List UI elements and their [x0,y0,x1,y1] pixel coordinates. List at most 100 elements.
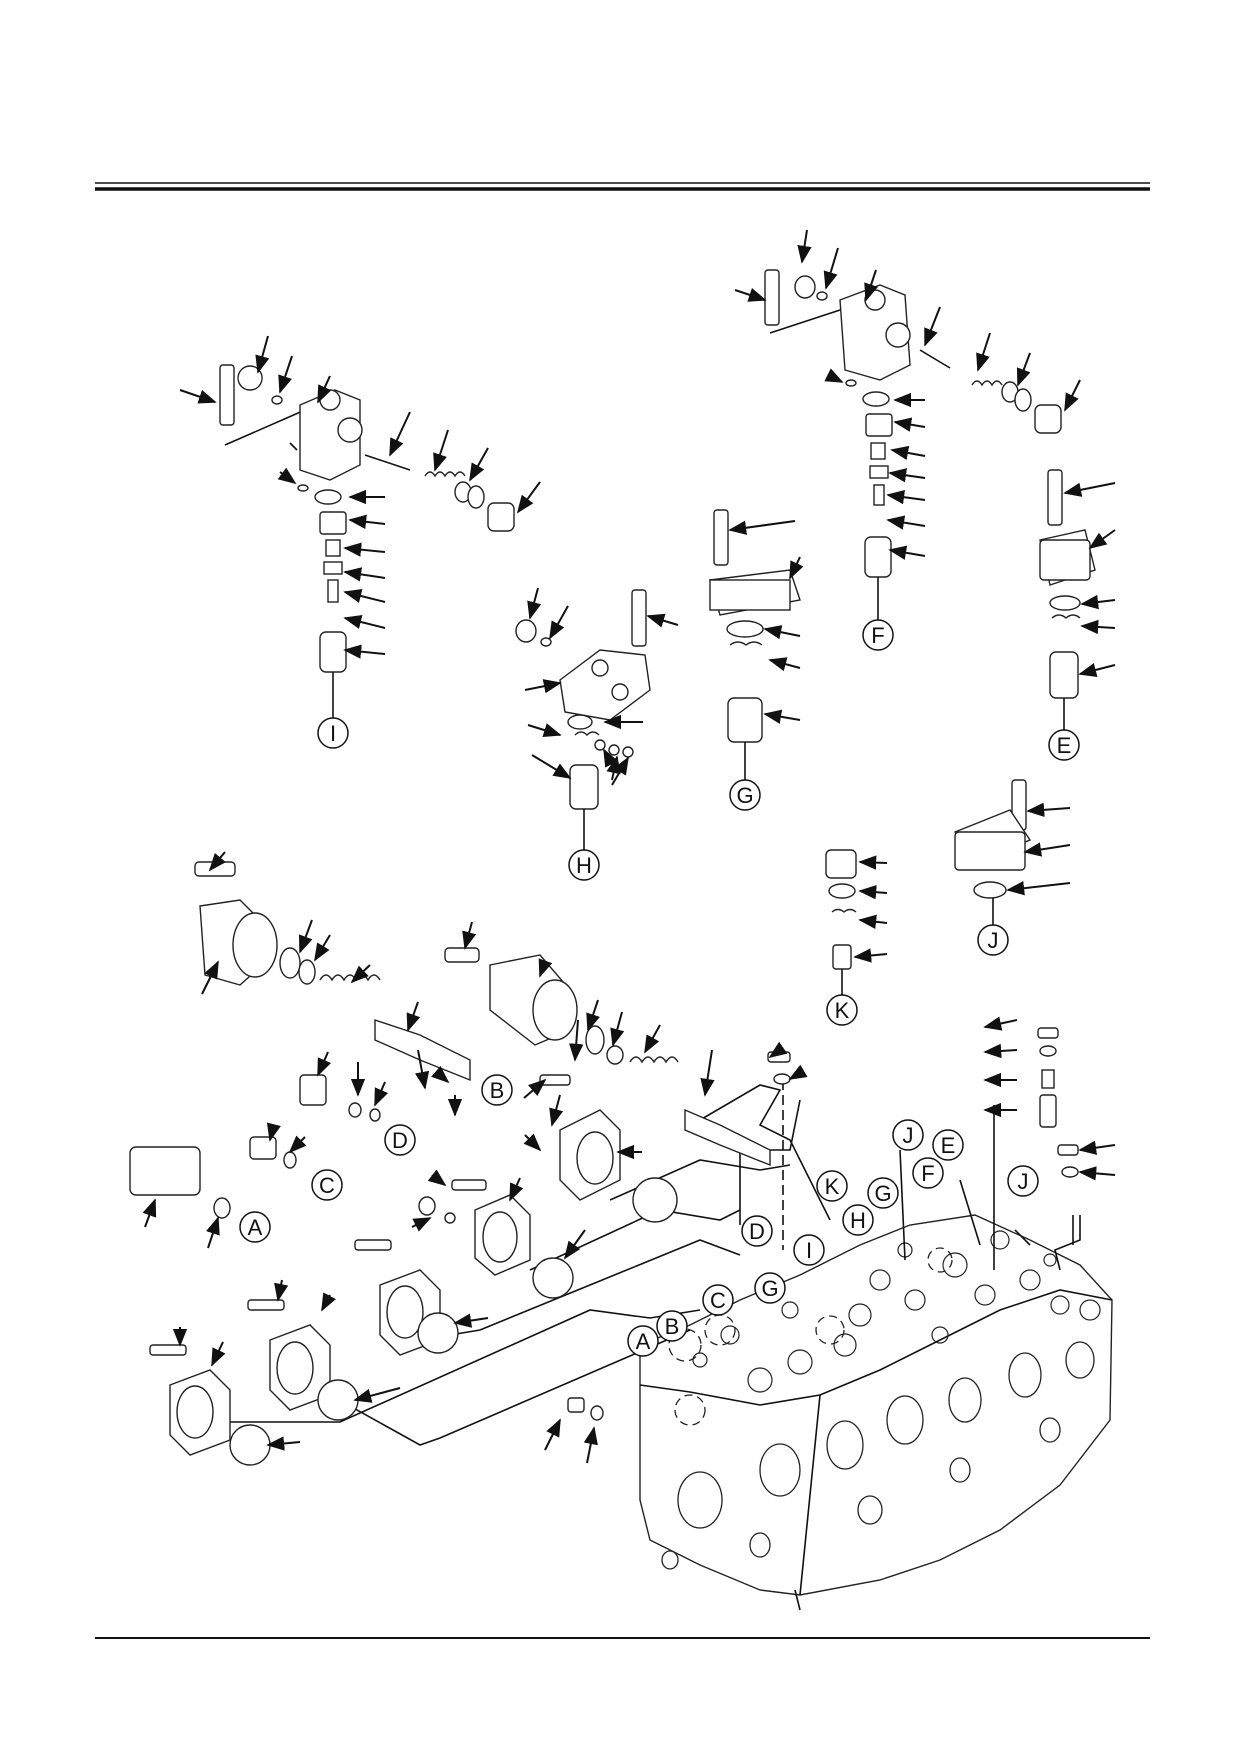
leader-arrow [462,921,477,950]
leader-arrow [389,411,411,457]
leader-arrow [924,306,941,347]
leader-arrow [142,1198,157,1228]
leader-arrow [976,332,991,372]
callout-letter: E [941,1133,956,1158]
callout-letter: J [988,928,999,953]
leader-arrow [206,1216,220,1249]
callout-g: G [729,779,761,811]
callout-letter: D [392,1128,408,1153]
leader-arrow [563,1229,586,1260]
leader-arrow [523,1133,542,1152]
leader-arrow [274,1279,289,1302]
callout-letter: B [665,1314,680,1339]
leader-arrow [888,545,926,560]
leader-arrow [824,368,844,383]
callout-letter: B [490,1078,505,1103]
callout-letter: C [319,1173,335,1198]
leader-arrow [789,556,804,580]
leader-arrow [768,1041,788,1059]
leader-arrow [763,625,801,640]
leader-arrow [427,1169,447,1187]
leader-arrow [266,1122,281,1142]
leader-arrow [583,1426,598,1464]
leader-arrow [201,960,219,995]
leader-arrow [509,1177,524,1202]
callout-letter: G [761,1276,778,1301]
leader-arrow [864,269,878,302]
callout-letter: K [835,998,850,1023]
callout-d: D [741,1215,773,1247]
leader-arrow [983,1043,1018,1059]
leader-arrow [531,754,572,779]
callout-j: J [1007,1165,1039,1197]
leader-arrow [1064,379,1081,412]
callout-e: E [1048,729,1080,761]
leader-arrow [255,335,270,374]
leader-arrow [888,468,926,483]
callout-b: B [656,1310,688,1342]
leader-arrow [544,1418,561,1451]
callout-letter: I [806,1238,812,1263]
leader-arrow [523,1078,547,1099]
callout-letter: D [749,1219,765,1244]
leader-arrow [343,567,386,582]
callout-h: H [568,849,600,881]
callout-h: H [842,1204,874,1236]
valve-assembly-h [515,589,651,850]
leader-arrow [549,605,569,640]
callout-letter: F [871,623,884,648]
leader-arrow [763,709,801,724]
leader-arrow [431,1065,450,1084]
callout-letter: E [1057,733,1072,758]
leader-arrow [858,855,888,870]
leader-arrow [644,1024,661,1054]
callout-k: K [816,1170,848,1202]
callout-j: J [892,1119,924,1151]
callout-i: I [317,717,349,749]
leader-arrow [278,355,293,394]
leader-arrow [569,1019,584,1062]
callout-c: C [702,1284,734,1316]
leader-arrow [266,1436,301,1451]
callout-letter: G [736,783,753,808]
leader-arrow [1078,662,1116,677]
valve-block-body [639,1214,1113,1611]
callout-f: F [862,619,894,651]
callout-c: C [311,1169,343,1201]
leader-arrow [983,1016,1018,1031]
callout-letter: J [903,1123,914,1148]
leader-arrow [1078,1140,1116,1155]
valve-assembly-i [219,364,515,720]
callout-letter: G [874,1181,891,1206]
leader-arrow [858,914,888,929]
leader-arrow [728,520,796,535]
leader-arrow [1016,352,1031,387]
callout-letter: K [825,1174,840,1199]
leader-arrow [538,958,553,978]
leader-arrow [611,756,629,786]
leader-arrow [374,1081,389,1107]
leader-arrow [211,1341,226,1367]
leader-arrow [469,447,489,482]
leader-arrow [823,247,839,290]
callout-j: J [977,924,1009,956]
leader-arrow [411,1217,432,1232]
leader-arrow [298,919,313,954]
callout-g: G [754,1272,786,1304]
leader-arrow [527,723,562,738]
leader-arrow [1026,802,1071,818]
leader-arrow [343,542,386,557]
leader-arrow [321,1292,336,1312]
leader-arrow [886,515,926,530]
leader-arrow [288,1135,307,1154]
callout-i: I [793,1234,825,1266]
callout-letter: A [248,1215,263,1240]
leader-arrows [142,229,1116,1464]
valve-assembly-e [1039,469,1096,730]
callout-a: A [627,1325,659,1357]
valve-assembly-j [953,779,1032,925]
leader-arrow [734,288,767,302]
callout-letter: H [850,1208,866,1233]
callout-k: K [826,994,858,1026]
valve-assembly-g [709,509,801,780]
